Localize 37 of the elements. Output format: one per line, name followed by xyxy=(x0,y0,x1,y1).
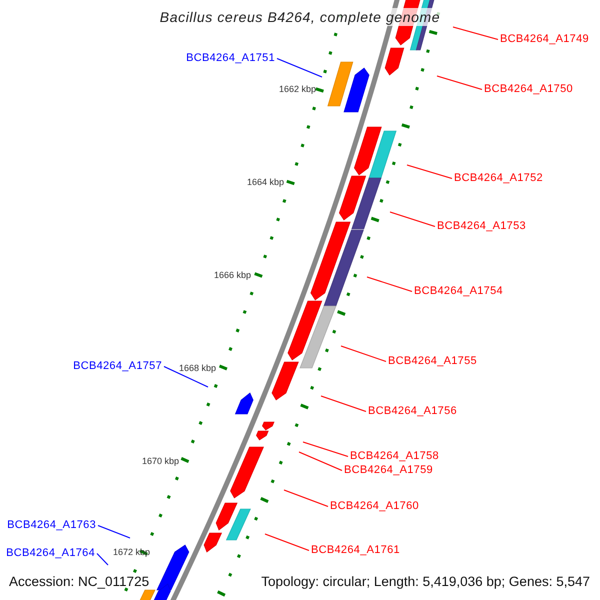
gene-label: BCB4264_A1764 xyxy=(6,548,95,559)
tick-label: 1664 kbp xyxy=(246,178,284,187)
tick-label: 1666 kbp xyxy=(214,271,251,280)
accession-text: Accession: NC_011725 xyxy=(9,575,150,588)
leader-line xyxy=(406,164,452,179)
leader-line xyxy=(452,26,498,40)
leader-line xyxy=(436,76,482,90)
leader-line xyxy=(320,396,366,412)
leader-line xyxy=(390,212,436,227)
leader-line xyxy=(340,346,386,362)
gene-label: BCB4264_A1752 xyxy=(454,173,543,184)
tick-label: 1662 kbp xyxy=(278,85,316,94)
leader-line xyxy=(264,534,310,551)
gene-label: BCB4264_A1761 xyxy=(311,545,400,556)
leader-line xyxy=(298,452,342,471)
leader-line xyxy=(284,490,328,507)
tick-label: 1668 kbp xyxy=(178,364,216,373)
tick-label: 1670 kbp xyxy=(142,457,179,466)
gene-label: BCB4264_A1754 xyxy=(414,286,503,297)
leader-line xyxy=(164,366,208,388)
gene-label: BCB4264_A1756 xyxy=(368,406,457,417)
leader-line xyxy=(276,58,322,78)
gene-label: BCB4264_A1755 xyxy=(388,356,477,367)
gene-label: BCB4264_A1763 xyxy=(7,520,96,531)
leader-line xyxy=(366,276,412,292)
gene-label: BCB4264_A1757 xyxy=(73,361,162,372)
leader-line xyxy=(302,442,348,457)
leader-line xyxy=(98,525,130,538)
gene-label: BCB4264_A1753 xyxy=(437,221,526,232)
gene-label: BCB4264_A1760 xyxy=(330,501,419,512)
gene-label: BCB4264_A1758 xyxy=(350,451,439,462)
genome-info-text: Topology: circular; Length: 5,419,036 bp; Genes: 5,547 xyxy=(261,575,590,588)
gene-label: BCB4264_A1750 xyxy=(484,84,573,95)
leader-line xyxy=(96,553,108,566)
gene-label: BCB4264_A1751 xyxy=(186,53,275,64)
gene-label: BCB4264_A1749 xyxy=(500,34,589,45)
gene-label: BCB4264_A1759 xyxy=(344,465,433,476)
